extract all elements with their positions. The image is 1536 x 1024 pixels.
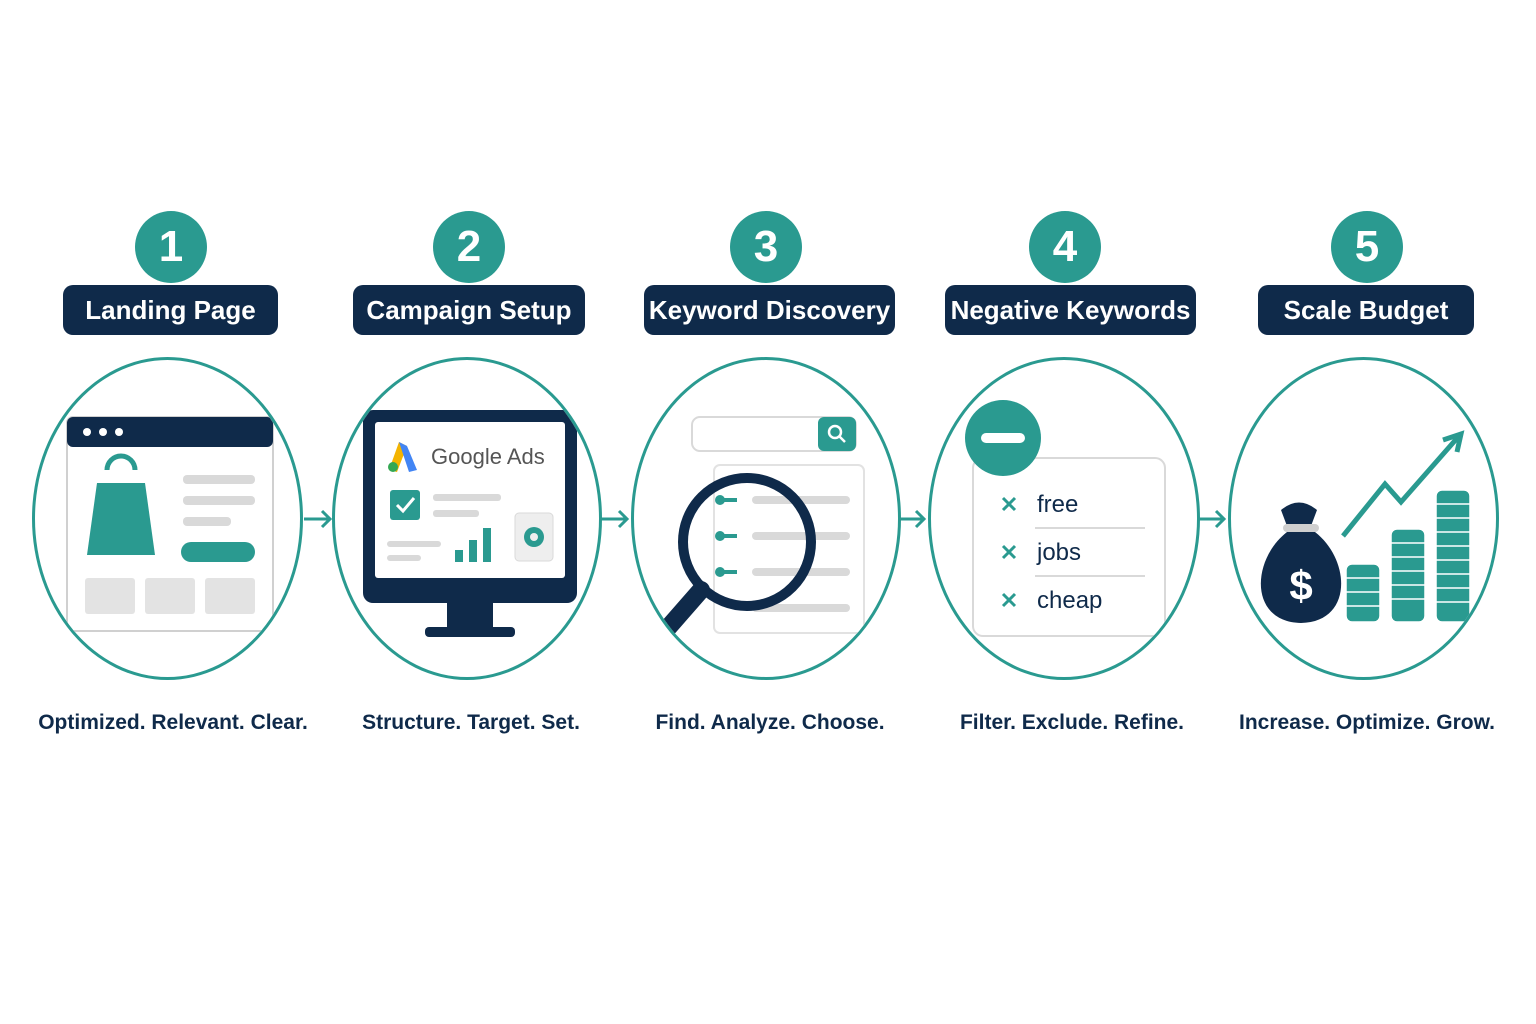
step-illustration-circle: Google Ads (332, 357, 602, 680)
step-number-badge: 2 (433, 211, 505, 283)
step-number-badge: 3 (730, 211, 802, 283)
step-caption: Structure. Target. Set. (362, 711, 580, 734)
step-caption: Optimized. Relevant. Clear. (38, 711, 308, 734)
money-growth-icon: $ (1260, 430, 1471, 623)
excluded-keyword: free (1037, 491, 1078, 518)
step-2: 2 Campaign Setup Google Ads Structure. T… (318, 0, 618, 1024)
step-illustration-circle: $ (1228, 357, 1499, 680)
step-illustration-circle: free jobs cheap (928, 357, 1200, 680)
browser-shop-icon (66, 416, 274, 632)
dollar-sign: $ (1289, 562, 1312, 609)
step-title: Scale Budget (1258, 285, 1474, 335)
step-4: 4 Negative Keywords free jobs cheap Filt… (914, 0, 1214, 1024)
step-caption: Increase. Optimize. Grow. (1239, 711, 1495, 734)
excluded-keyword: jobs (1036, 539, 1081, 566)
step-number-badge: 1 (135, 211, 207, 283)
step-5: 5 Scale Budget $ Increase. Optimize. Gro… (1214, 0, 1514, 1024)
step-title: Campaign Setup (353, 285, 585, 335)
arrow-right-icon (304, 509, 333, 529)
step-title: Keyword Discovery (644, 285, 895, 335)
step-caption: Filter. Exclude. Refine. (959, 711, 1185, 734)
excluded-keyword: cheap (1037, 587, 1102, 614)
step-number-badge: 4 (1029, 211, 1101, 283)
monitor-ads-icon: Google Ads (363, 410, 577, 637)
google-ads-brand: Google Ads (431, 444, 545, 469)
step-3: 3 Keyword Discovery Find. Analyze. Choos… (617, 0, 917, 1024)
step-1: 1 Landing Page Optimized. Relevant. Clea… (20, 0, 320, 1024)
step-illustration-circle (32, 357, 303, 680)
arrow-right-icon (1198, 509, 1227, 529)
arrow-right-icon (898, 509, 927, 529)
minus-list-icon: free jobs cheap (965, 400, 1166, 637)
step-illustration-circle (631, 357, 901, 680)
step-caption: Find. Analyze. Choose. (655, 711, 885, 734)
magnifier-keys-icon (650, 416, 865, 647)
step-number-badge: 5 (1331, 211, 1403, 283)
arrow-right-icon (601, 509, 630, 529)
step-title: Negative Keywords (945, 285, 1196, 335)
step-title: Landing Page (63, 285, 278, 335)
